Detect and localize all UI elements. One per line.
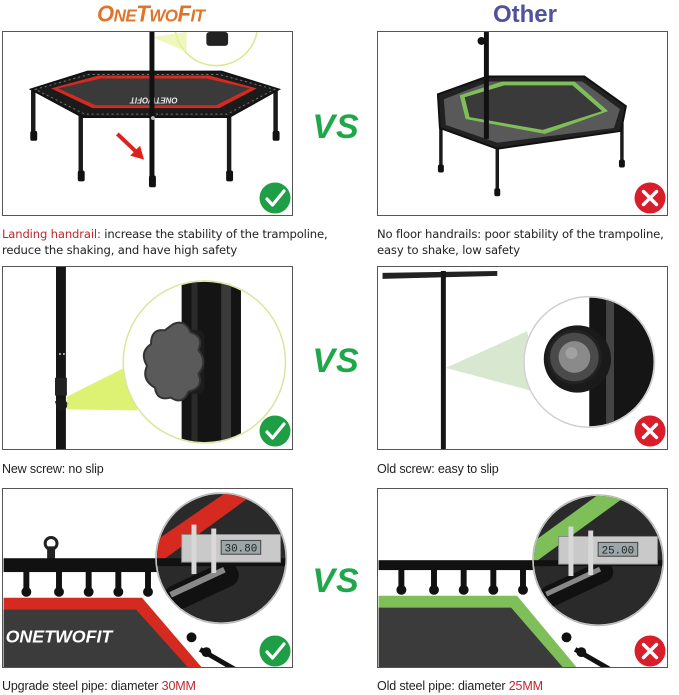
check-icon <box>259 635 291 667</box>
thick-pipe-caliper-image: ONETWOFIT 30.80 <box>3 492 288 667</box>
cross-icon <box>634 182 666 214</box>
cross-icon <box>634 415 666 447</box>
caliper-reading: 25.00 <box>602 545 635 557</box>
panel-other-no-handrail <box>377 31 668 216</box>
star-knob-screw-image <box>55 267 287 449</box>
vs-label: VS <box>312 342 360 380</box>
caption-screw-other: Old screw: easy to slip <box>377 462 499 476</box>
round-knob-screw-image <box>382 270 656 449</box>
vs-label: VS <box>312 108 360 146</box>
thin-pipe-caliper-image: 25.00 <box>378 494 665 667</box>
caption-handrail-onetwofit: Landing handrail: increase the stability… <box>2 227 328 257</box>
red-arrow-icon <box>115 132 145 160</box>
panel-onetwofit-pipe: ONETWOFIT 30.80 <box>2 488 293 668</box>
trampoline-without-handrail-image <box>436 32 627 197</box>
panel-onetwofit-screw <box>2 266 293 450</box>
panel-other-pipe: 25.00 <box>377 488 668 668</box>
svg-text:ONETWOFIT: ONETWOFIT <box>6 626 115 646</box>
trampoline-with-handrail-image: ONETWOFIT <box>28 32 282 188</box>
vs-label: VS <box>312 562 360 600</box>
brand-logo-onetwofit: ONETWOFIT <box>97 0 205 27</box>
check-icon <box>259 182 291 214</box>
caption-screw-onetwofit: New screw: no slip <box>2 462 104 476</box>
caption-handrail-other: No floor handrails: poor stability of th… <box>377 227 664 257</box>
cross-icon <box>634 635 666 667</box>
panel-onetwofit-handrail: ONETWOFIT <box>2 31 293 216</box>
check-icon <box>259 415 291 447</box>
caliper-reading: 30.80 <box>225 543 258 555</box>
panel-other-screw <box>377 266 668 450</box>
brand-label-other: Other <box>492 1 557 28</box>
caption-pipe-onetwofit: Upgrade steel pipe: diameter 30MM <box>2 679 196 693</box>
caption-pipe-other: Old steel pipe: diameter 25MM <box>377 679 543 693</box>
